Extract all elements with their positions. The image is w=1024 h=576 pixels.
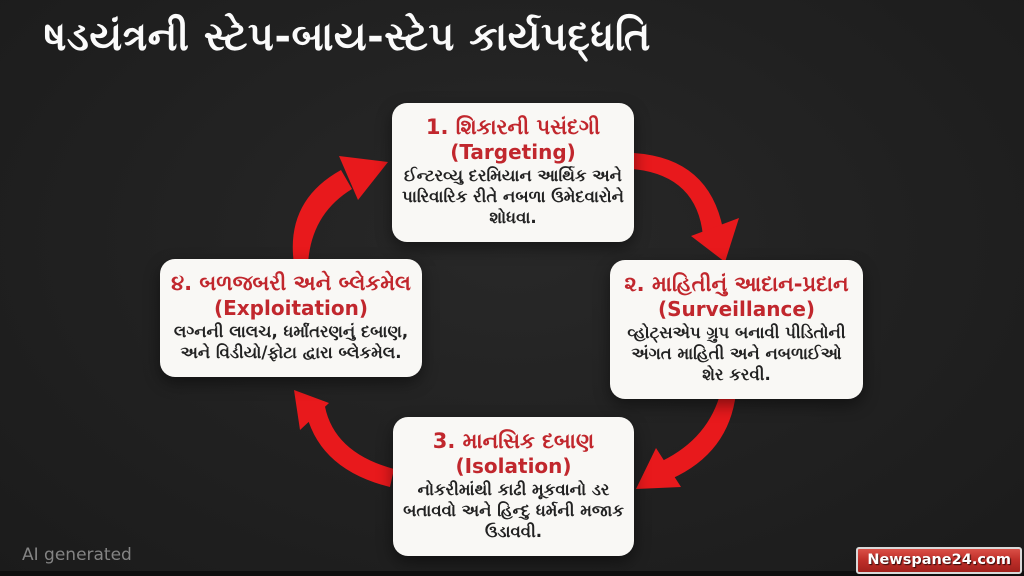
step-box-4-exploitation: ૪. બળજબરી અને બ્લેકમેલ (Exploitation) લગ…	[160, 259, 422, 377]
step-box-3-isolation: 3. માનસિક દબાણ (Isolation) નોકરીમાંથી કા…	[393, 417, 634, 556]
step-title: ૨. માહિતીનું આદાન-પ્રદાન	[624, 272, 849, 296]
step-english-label: (Surveillance)	[657, 297, 816, 322]
step-description: લગ્નની લાલચ, ધર્માંતરણનું દબાણ, અને વિડી…	[173, 322, 409, 362]
ai-generated-watermark: AI generated	[22, 545, 132, 565]
curved-arrow-step2-to-step3-icon	[636, 391, 736, 489]
bottom-border-strip	[0, 571, 1024, 576]
step-title: ૪. બળજબરી અને બ્લેકમેલ	[171, 271, 411, 295]
step-box-1-targeting: 1. શિકારની પસંદગી (Targeting) ઈન્ટરવ્યુ …	[392, 103, 634, 242]
curved-arrow-step4-to-step1-icon	[292, 156, 388, 264]
step-english-label: (Isolation)	[455, 454, 572, 479]
page-title: ષડયંત્રની સ્ટેપ-બાય-સ્ટેપ કાર્યપદ્ધતિ	[44, 14, 651, 60]
step-description: વ્હોટ્સએપ ગ્રુપ બનાવી પીડિતોની અંગત માહિ…	[627, 323, 846, 384]
curved-arrow-step3-to-step4-icon	[294, 390, 394, 487]
brand-badge: Newspane24.com	[856, 547, 1022, 574]
step-description: નોકરીમાંથી કાઢી મૂકવાનો ડર બતાવવો અને હિ…	[403, 480, 624, 541]
curved-arrow-step1-to-step2-icon	[632, 153, 739, 262]
step-title: 3. માનસિક દબાણ	[432, 429, 595, 453]
step-english-label: (Exploitation)	[213, 296, 369, 321]
step-box-2-surveillance: ૨. માહિતીનું આદાન-પ્રદાન (Surveillance) …	[610, 260, 863, 399]
step-title: 1. શિકારની પસંદગી	[425, 115, 601, 139]
step-english-label: (Targeting)	[450, 140, 576, 165]
step-description: ઈન્ટરવ્યુ દરમિયાન આર્થિક અને પારિવારિક ર…	[402, 166, 624, 227]
